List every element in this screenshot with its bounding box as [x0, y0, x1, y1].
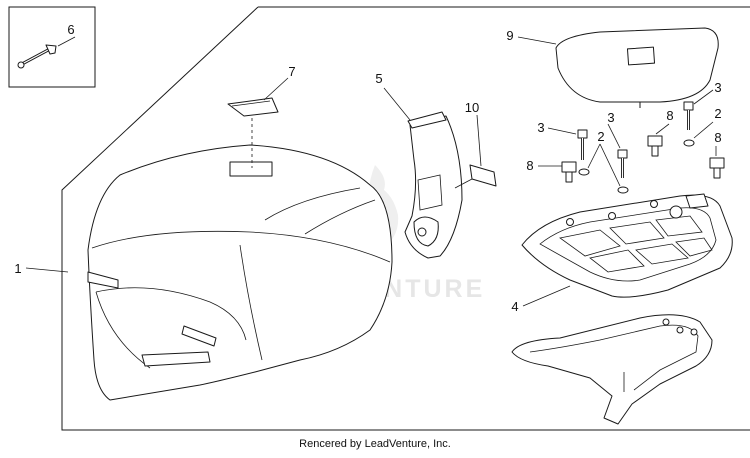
diagram-frame	[8, 6, 750, 431]
callout-label: 3	[607, 110, 614, 125]
callout-label: 2	[714, 106, 721, 121]
part-8-bolt-b	[647, 135, 663, 157]
callout-label: 3	[714, 80, 721, 95]
callout-label: 10	[465, 100, 479, 115]
callout-label: 2	[597, 129, 604, 144]
screw-inset-frame	[8, 6, 96, 88]
part-4-carrier-plate	[521, 193, 733, 298]
callout-label: 6	[67, 22, 74, 37]
part-8-bolt-c	[709, 157, 725, 179]
callout-label: 1	[14, 261, 21, 276]
callout-label: 3	[537, 120, 544, 135]
part-3-screw-b	[617, 149, 628, 178]
callout-label: 8	[714, 130, 721, 145]
part-6-screw	[17, 44, 57, 69]
callout-label: 7	[288, 64, 295, 79]
part-3-screw-c	[683, 101, 694, 130]
part-3-screw-a	[577, 129, 588, 160]
part-2-washer-c	[683, 139, 695, 147]
footer-credit: Rencered by LeadVenture, Inc.	[299, 438, 451, 450]
part-8-bolt-a	[561, 161, 577, 183]
part-2-washer-a	[578, 168, 590, 176]
callout-label: 9	[506, 28, 513, 43]
callout-label: 5	[375, 71, 382, 86]
part-10-pad	[454, 164, 497, 189]
part-5-backrest-plate	[404, 111, 463, 259]
part-2-washer-b	[617, 186, 629, 194]
luggage-rack-bracket	[511, 314, 713, 425]
callout-label: 4	[511, 299, 518, 314]
part-1-top-case	[87, 144, 393, 401]
main-frame-line-left	[61, 6, 750, 431]
callout-label: 8	[666, 108, 673, 123]
leader-lines	[25, 36, 717, 307]
part-9-backrest-pad	[555, 27, 719, 108]
callout-labels: 1 2 2 3 3 3 4 5 6 7 8 8 8 9 10	[14, 22, 721, 314]
part-7-emblem	[227, 97, 279, 168]
callout-label: 8	[526, 158, 533, 173]
case-recess	[229, 161, 273, 177]
